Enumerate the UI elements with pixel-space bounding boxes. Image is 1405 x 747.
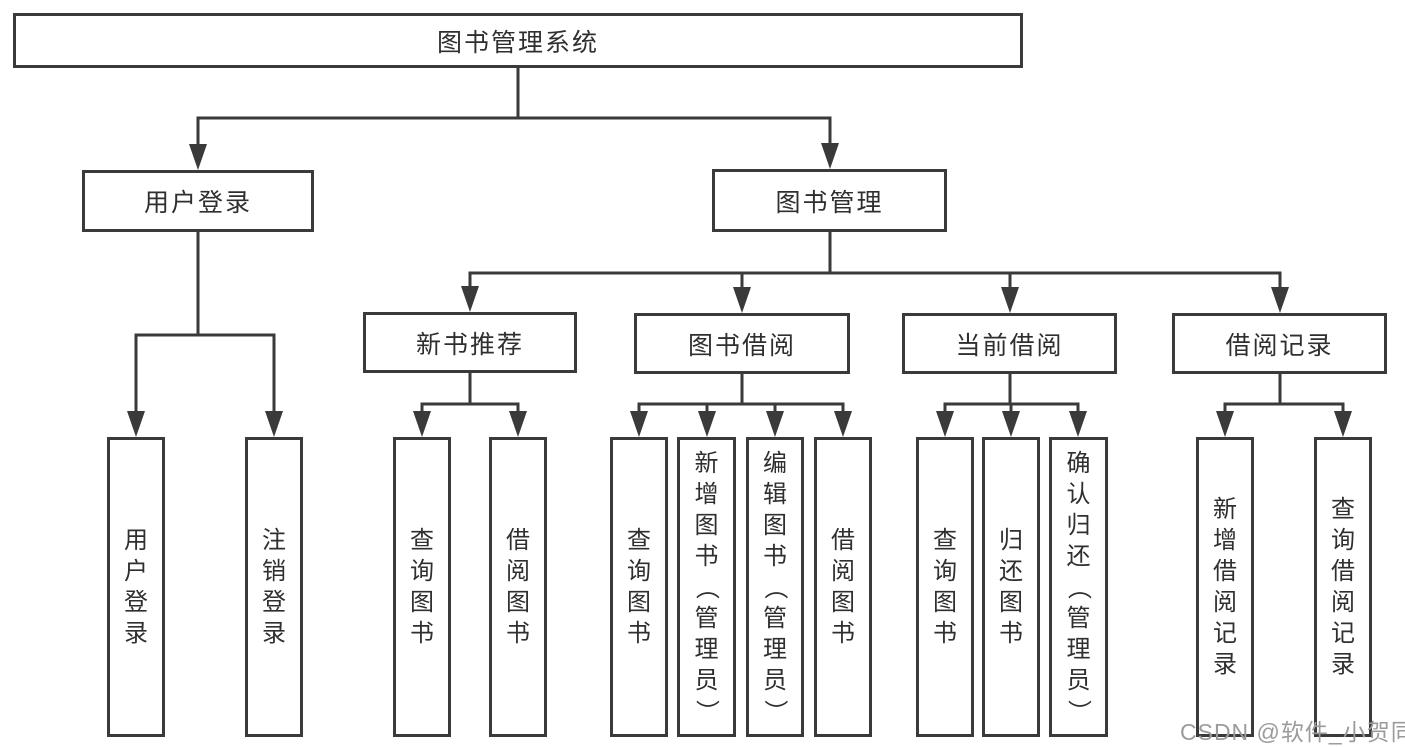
- connector-level1-to-level2: [196, 116, 832, 146]
- leaf-records-add-record: 新增借阅记录: [1196, 437, 1254, 737]
- leaf-recommend-query-books: 查询图书: [393, 437, 451, 737]
- arrowhead-leaf-user-login: [127, 411, 145, 437]
- node-user-login: 用户登录: [82, 170, 314, 232]
- arrowhead-leaf-bb-add: [698, 411, 716, 437]
- connector-manage-to-level3: [468, 271, 1282, 288]
- leaf-borrow-query-books: 查询图书: [610, 437, 668, 737]
- node-book-borrow: 图书借阅: [634, 313, 850, 374]
- connector-records-bracket: [1223, 402, 1345, 412]
- arrowhead-leaf-bb-borrow: [834, 411, 852, 437]
- csdn-watermark: CSDN @软件_小贺同学: [1180, 719, 1405, 745]
- node-book-management: 图书管理: [712, 169, 947, 232]
- arrowhead-leaf-cb-return: [1002, 411, 1020, 437]
- connector-recommend-bracket: [420, 402, 520, 412]
- connector-borrow-bracket: [637, 402, 845, 412]
- arrowhead-login: [189, 144, 207, 170]
- arrowhead-leaf-rec-query-record: [1334, 411, 1352, 437]
- leaf-logout: 注销登录: [245, 437, 303, 737]
- node-borrow-records: 借阅记录: [1172, 313, 1387, 374]
- leaf-current-return-books: 归还图书: [982, 437, 1040, 737]
- connector-login-bracket: [134, 333, 276, 413]
- leaf-user-login: 用户登录: [107, 437, 165, 737]
- arrowhead-recommend: [461, 286, 479, 312]
- arrowhead-leaf-bb-edit: [766, 411, 784, 437]
- arrowhead-leaf-cb-confirm: [1069, 411, 1087, 437]
- leaf-records-query-record: 查询借阅记录: [1314, 437, 1372, 737]
- leaf-borrow-add-books-admin: 新增图书（管理员）: [677, 437, 736, 737]
- leaf-current-query-books: 查询图书: [916, 437, 974, 737]
- arrowhead-book-borrow: [733, 287, 751, 313]
- leaf-current-confirm-return-admin: 确认归还（管理员）: [1049, 437, 1108, 737]
- arrowhead-leaf-rec-add-record: [1216, 411, 1234, 437]
- arrowhead-leaf-logout: [265, 411, 283, 437]
- node-new-book-recommend: 新书推荐: [363, 312, 577, 373]
- arrowhead-borrow-records: [1271, 287, 1289, 313]
- arrowhead-leaf-rec-borrow: [509, 411, 527, 437]
- arrowhead-leaf-rec-query: [413, 411, 431, 437]
- leaf-borrow-borrow-books: 借阅图书: [814, 437, 872, 737]
- leaf-recommend-borrow-books: 借阅图书: [489, 437, 547, 737]
- arrowhead-leaf-cb-query: [936, 411, 954, 437]
- arrowhead-manage: [821, 143, 839, 169]
- arrowhead-current-borrow: [1001, 287, 1019, 313]
- node-current-borrow: 当前借阅: [902, 313, 1117, 374]
- arrowhead-leaf-bb-query: [630, 411, 648, 437]
- root-node-library-system: 图书管理系统: [13, 13, 1023, 68]
- leaf-borrow-edit-books-admin: 编辑图书（管理员）: [746, 437, 804, 737]
